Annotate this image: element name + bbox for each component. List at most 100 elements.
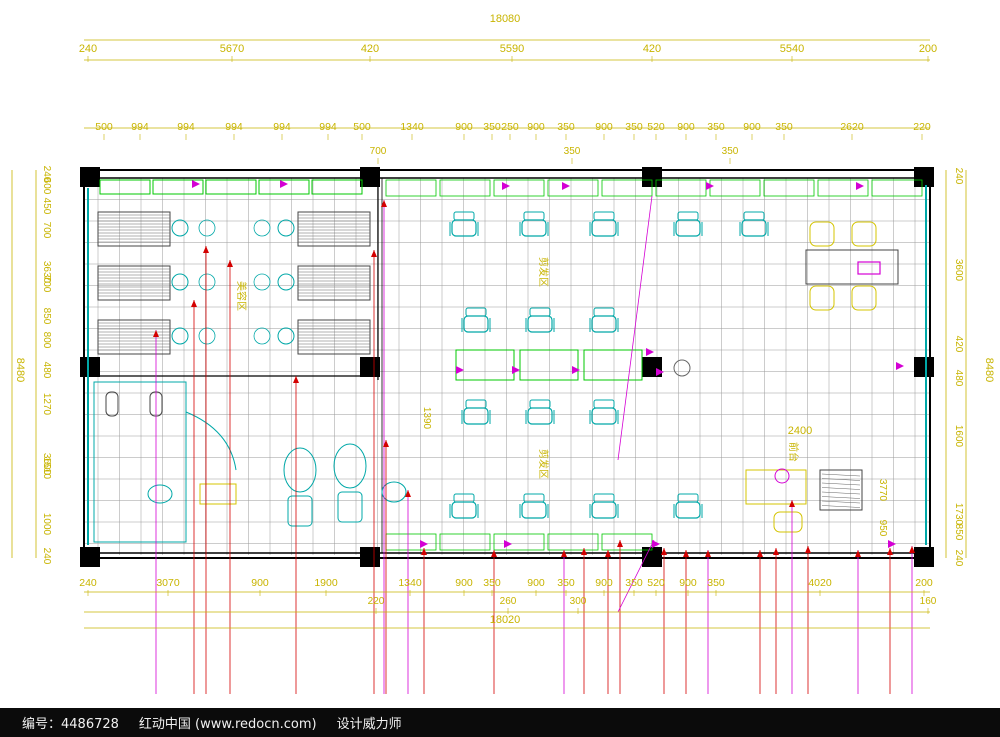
dim-label-bottom1: 900 bbox=[595, 577, 613, 589]
dim-label-top2: 220 bbox=[913, 121, 931, 133]
chair-seat bbox=[527, 315, 553, 333]
structural-column bbox=[360, 357, 380, 377]
dim-label-top2: 900 bbox=[595, 121, 613, 133]
shampoo-seat bbox=[287, 495, 313, 527]
leader-arrow bbox=[227, 260, 233, 267]
cabinet-pattern bbox=[821, 473, 861, 477]
dim-label-left: 700 bbox=[41, 222, 52, 239]
dim-label-left: 240 bbox=[41, 548, 52, 565]
lounge-chair bbox=[809, 221, 835, 247]
barber-chair bbox=[589, 211, 619, 237]
dim-label-left: 1270 bbox=[41, 393, 52, 416]
dim-label-top2: 900 bbox=[527, 121, 545, 133]
spa-bed bbox=[297, 319, 371, 355]
barber-chair bbox=[449, 493, 479, 519]
wall-cabinet bbox=[258, 179, 310, 195]
dim-label-right: 240 bbox=[953, 550, 964, 567]
leader-arrow bbox=[805, 546, 811, 553]
dim-label-left: 3630 bbox=[41, 261, 52, 284]
structural-column bbox=[914, 547, 934, 567]
barber-chair bbox=[739, 211, 769, 237]
dim-label-left: 1000 bbox=[41, 513, 52, 536]
dim-label-bottom1: 350 bbox=[707, 577, 725, 589]
dim-label-bottom1: 350 bbox=[557, 577, 575, 589]
dim-label-bottom1: 350 bbox=[483, 577, 501, 589]
chair-back bbox=[593, 493, 615, 503]
barber-chair bbox=[519, 211, 549, 237]
chair-seat bbox=[675, 501, 701, 519]
leader-arrow bbox=[371, 250, 377, 257]
dim-label-top1: 5540 bbox=[780, 43, 804, 55]
dim-label-bottom1: 350 bbox=[625, 577, 643, 589]
dim-right-total: 8480 bbox=[983, 358, 995, 382]
spa-stool bbox=[171, 273, 189, 291]
chair-seat bbox=[451, 219, 477, 237]
mirror-station-bottom bbox=[547, 533, 599, 551]
leader-arrow bbox=[581, 548, 587, 555]
dim-label-left: 3600 bbox=[41, 453, 52, 476]
chair-back bbox=[593, 307, 615, 317]
dim-label-top2: 500 bbox=[95, 121, 113, 133]
leader-arrow bbox=[383, 440, 389, 447]
dim-label-right: 480 bbox=[953, 370, 964, 387]
leader-arrow bbox=[381, 200, 387, 207]
spa-bed-frame bbox=[297, 265, 371, 301]
lounge-chair bbox=[851, 285, 877, 311]
dim-label-top2: 900 bbox=[743, 121, 761, 133]
outlet-marker bbox=[502, 182, 510, 190]
dimension-lines bbox=[11, 39, 967, 629]
chair-back bbox=[593, 211, 615, 221]
leader-arrow bbox=[661, 548, 667, 555]
dim-label-right: 850 bbox=[953, 524, 964, 541]
dim-label-top2: 1340 bbox=[400, 121, 424, 133]
structural-column bbox=[360, 547, 380, 567]
leader-diagonal bbox=[617, 195, 653, 461]
dim-label-bottom2: 160 bbox=[920, 596, 937, 607]
spa-stool bbox=[277, 219, 295, 237]
shampoo-seat bbox=[337, 491, 363, 523]
plant-pot bbox=[673, 359, 691, 377]
zone-label-cut-bottom: 剪发区 bbox=[537, 449, 550, 479]
chair-back bbox=[523, 493, 545, 503]
zone-label-spa: 美容区 bbox=[235, 281, 248, 311]
barber-chair bbox=[673, 211, 703, 237]
double-mirror-station bbox=[519, 349, 579, 381]
chair-back bbox=[465, 307, 487, 317]
chair-seat bbox=[591, 219, 617, 237]
dim-label-top2: 994 bbox=[131, 121, 149, 133]
furniture-layer bbox=[93, 179, 923, 551]
dim-label-top2: 994 bbox=[273, 121, 291, 133]
dim-label-top2: 350 bbox=[483, 121, 501, 133]
chair-back bbox=[593, 399, 615, 409]
footer-image-id: 编号：4486728 bbox=[22, 717, 119, 732]
chair-back bbox=[529, 307, 551, 317]
dim-label-top2-sub: 350 bbox=[564, 146, 581, 157]
dim-label-top2: 994 bbox=[319, 121, 337, 133]
wall-cabinet bbox=[152, 179, 204, 195]
barber-chair bbox=[461, 399, 491, 425]
spa-stool-side bbox=[198, 273, 216, 291]
leader-arrow bbox=[605, 550, 611, 557]
footer-site-link[interactable]: 红动中国 (www.redocn.com) bbox=[138, 717, 317, 732]
dim-left-column: 2406004507003630700850800480127036001510… bbox=[41, 166, 52, 565]
leader-lines bbox=[153, 195, 915, 694]
outlet-marker bbox=[856, 182, 864, 190]
walls bbox=[80, 167, 934, 567]
spa-stool bbox=[277, 273, 295, 291]
outlet-marker bbox=[706, 182, 714, 190]
chair-seat bbox=[591, 315, 617, 333]
shampoo-chair bbox=[283, 447, 317, 493]
structural-column bbox=[360, 167, 380, 187]
barber-chair bbox=[449, 211, 479, 237]
chair-back bbox=[677, 211, 699, 221]
dim-label-bottom2: 260 bbox=[500, 596, 517, 607]
zone-label-reception: 前台 bbox=[787, 442, 800, 462]
outlet-marker bbox=[420, 540, 428, 548]
reception-seat bbox=[773, 511, 803, 533]
chair-back bbox=[465, 399, 487, 409]
dim-label-top1: 5670 bbox=[220, 43, 244, 55]
chair-seat bbox=[463, 315, 489, 333]
dim-label-top2: 350 bbox=[625, 121, 643, 133]
